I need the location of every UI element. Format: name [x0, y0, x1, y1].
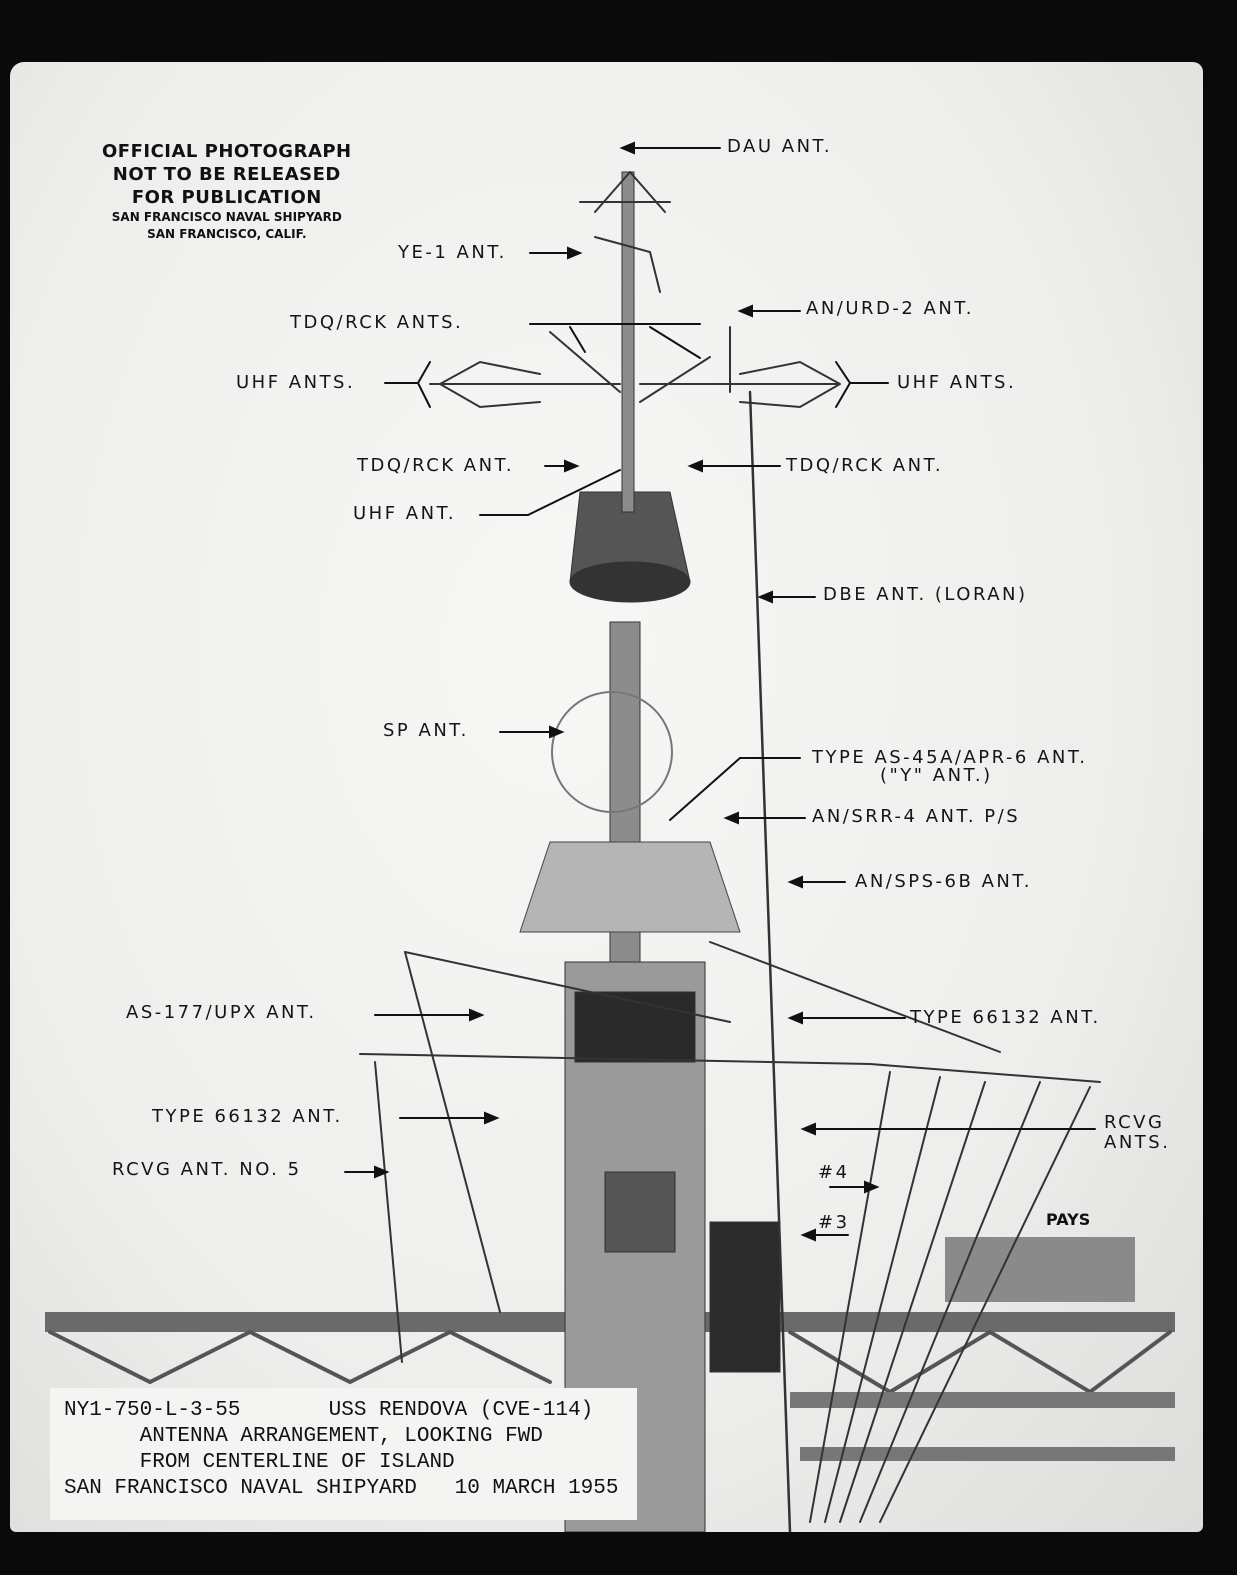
stamp-line: SAN FRANCISCO NAVAL SHIPYARD: [111, 210, 342, 224]
label-rcvg-ants: RCVG: [1104, 1112, 1165, 1133]
official-photograph-stamp: OFFICIAL PHOTOGRAPH NOT TO BE RELEASED F…: [102, 140, 352, 243]
label-rcvg-ants-2: ANTS.: [1104, 1132, 1171, 1153]
label-tdq-rck-ant-right: TDQ/RCK ANT.: [786, 455, 944, 476]
label-no4: #4: [818, 1162, 850, 1183]
label-type66132-left: TYPE 66132 ANT.: [152, 1106, 343, 1127]
caption-line: FROM CENTERLINE OF ISLAND: [64, 1451, 455, 1474]
caption-line: ANTENNA ARRANGEMENT, LOOKING FWD: [64, 1425, 543, 1448]
label-uhf-ants-left: UHF ANTS.: [236, 372, 356, 393]
photograph: OFFICIAL PHOTOGRAPH NOT TO BE RELEASED F…: [10, 62, 1203, 1532]
label-dbe-ant: DBE ANT. (LORAN): [823, 584, 1028, 605]
label-tdq-rck-ant-left: TDQ/RCK ANT.: [357, 455, 515, 476]
label-sp-ant: SP ANT.: [383, 720, 469, 741]
label-urd2-ant: AN/URD-2 ANT.: [806, 298, 974, 319]
label-no3: #3: [818, 1212, 850, 1233]
label-sps6b-ant: AN/SPS-6B ANT.: [855, 871, 1032, 892]
label-uhf-ants-right: UHF ANTS.: [897, 372, 1017, 393]
caption-line: SAN FRANCISCO NAVAL SHIPYARD 10 MARCH 19…: [64, 1477, 619, 1500]
label-rcvg-ant-no5: RCVG ANT. NO. 5: [112, 1159, 302, 1180]
label-ye1-ant: YE-1 ANT.: [398, 242, 507, 263]
caption-line: NY1-750-L-3-55 USS RENDOVA (CVE-114): [64, 1399, 594, 1422]
photo-caption: NY1-750-L-3-55 USS RENDOVA (CVE-114) ANT…: [50, 1388, 637, 1520]
stamp-line: SAN FRANCISCO, CALIF.: [147, 227, 307, 241]
label-dau-ant: DAU ANT.: [727, 136, 833, 157]
label-as45a-ant: TYPE AS-45A/APR-6 ANT.: [812, 747, 1088, 768]
pays-sign: PAYS: [1046, 1210, 1091, 1229]
label-tdq-rck-ants: TDQ/RCK ANTS.: [290, 312, 464, 333]
label-uhf-ant: UHF ANT.: [353, 503, 457, 524]
label-type66132-right: TYPE 66132 ANT.: [910, 1007, 1101, 1028]
label-srr4-ant: AN/SRR-4 ANT. P/S: [812, 806, 1021, 827]
stamp-line: OFFICIAL PHOTOGRAPH: [102, 141, 352, 162]
antenna-elements: [359, 171, 1101, 1532]
stamp-line: NOT TO BE RELEASED: [112, 164, 341, 185]
ship-mast-scene: [45, 141, 1175, 1532]
label-y-ant: ("Y" ANT.): [880, 765, 993, 786]
label-as177-ant: AS-177/UPX ANT.: [126, 1002, 317, 1023]
leader-lines: [344, 141, 1096, 1242]
stamp-line: FOR PUBLICATION: [131, 187, 322, 208]
